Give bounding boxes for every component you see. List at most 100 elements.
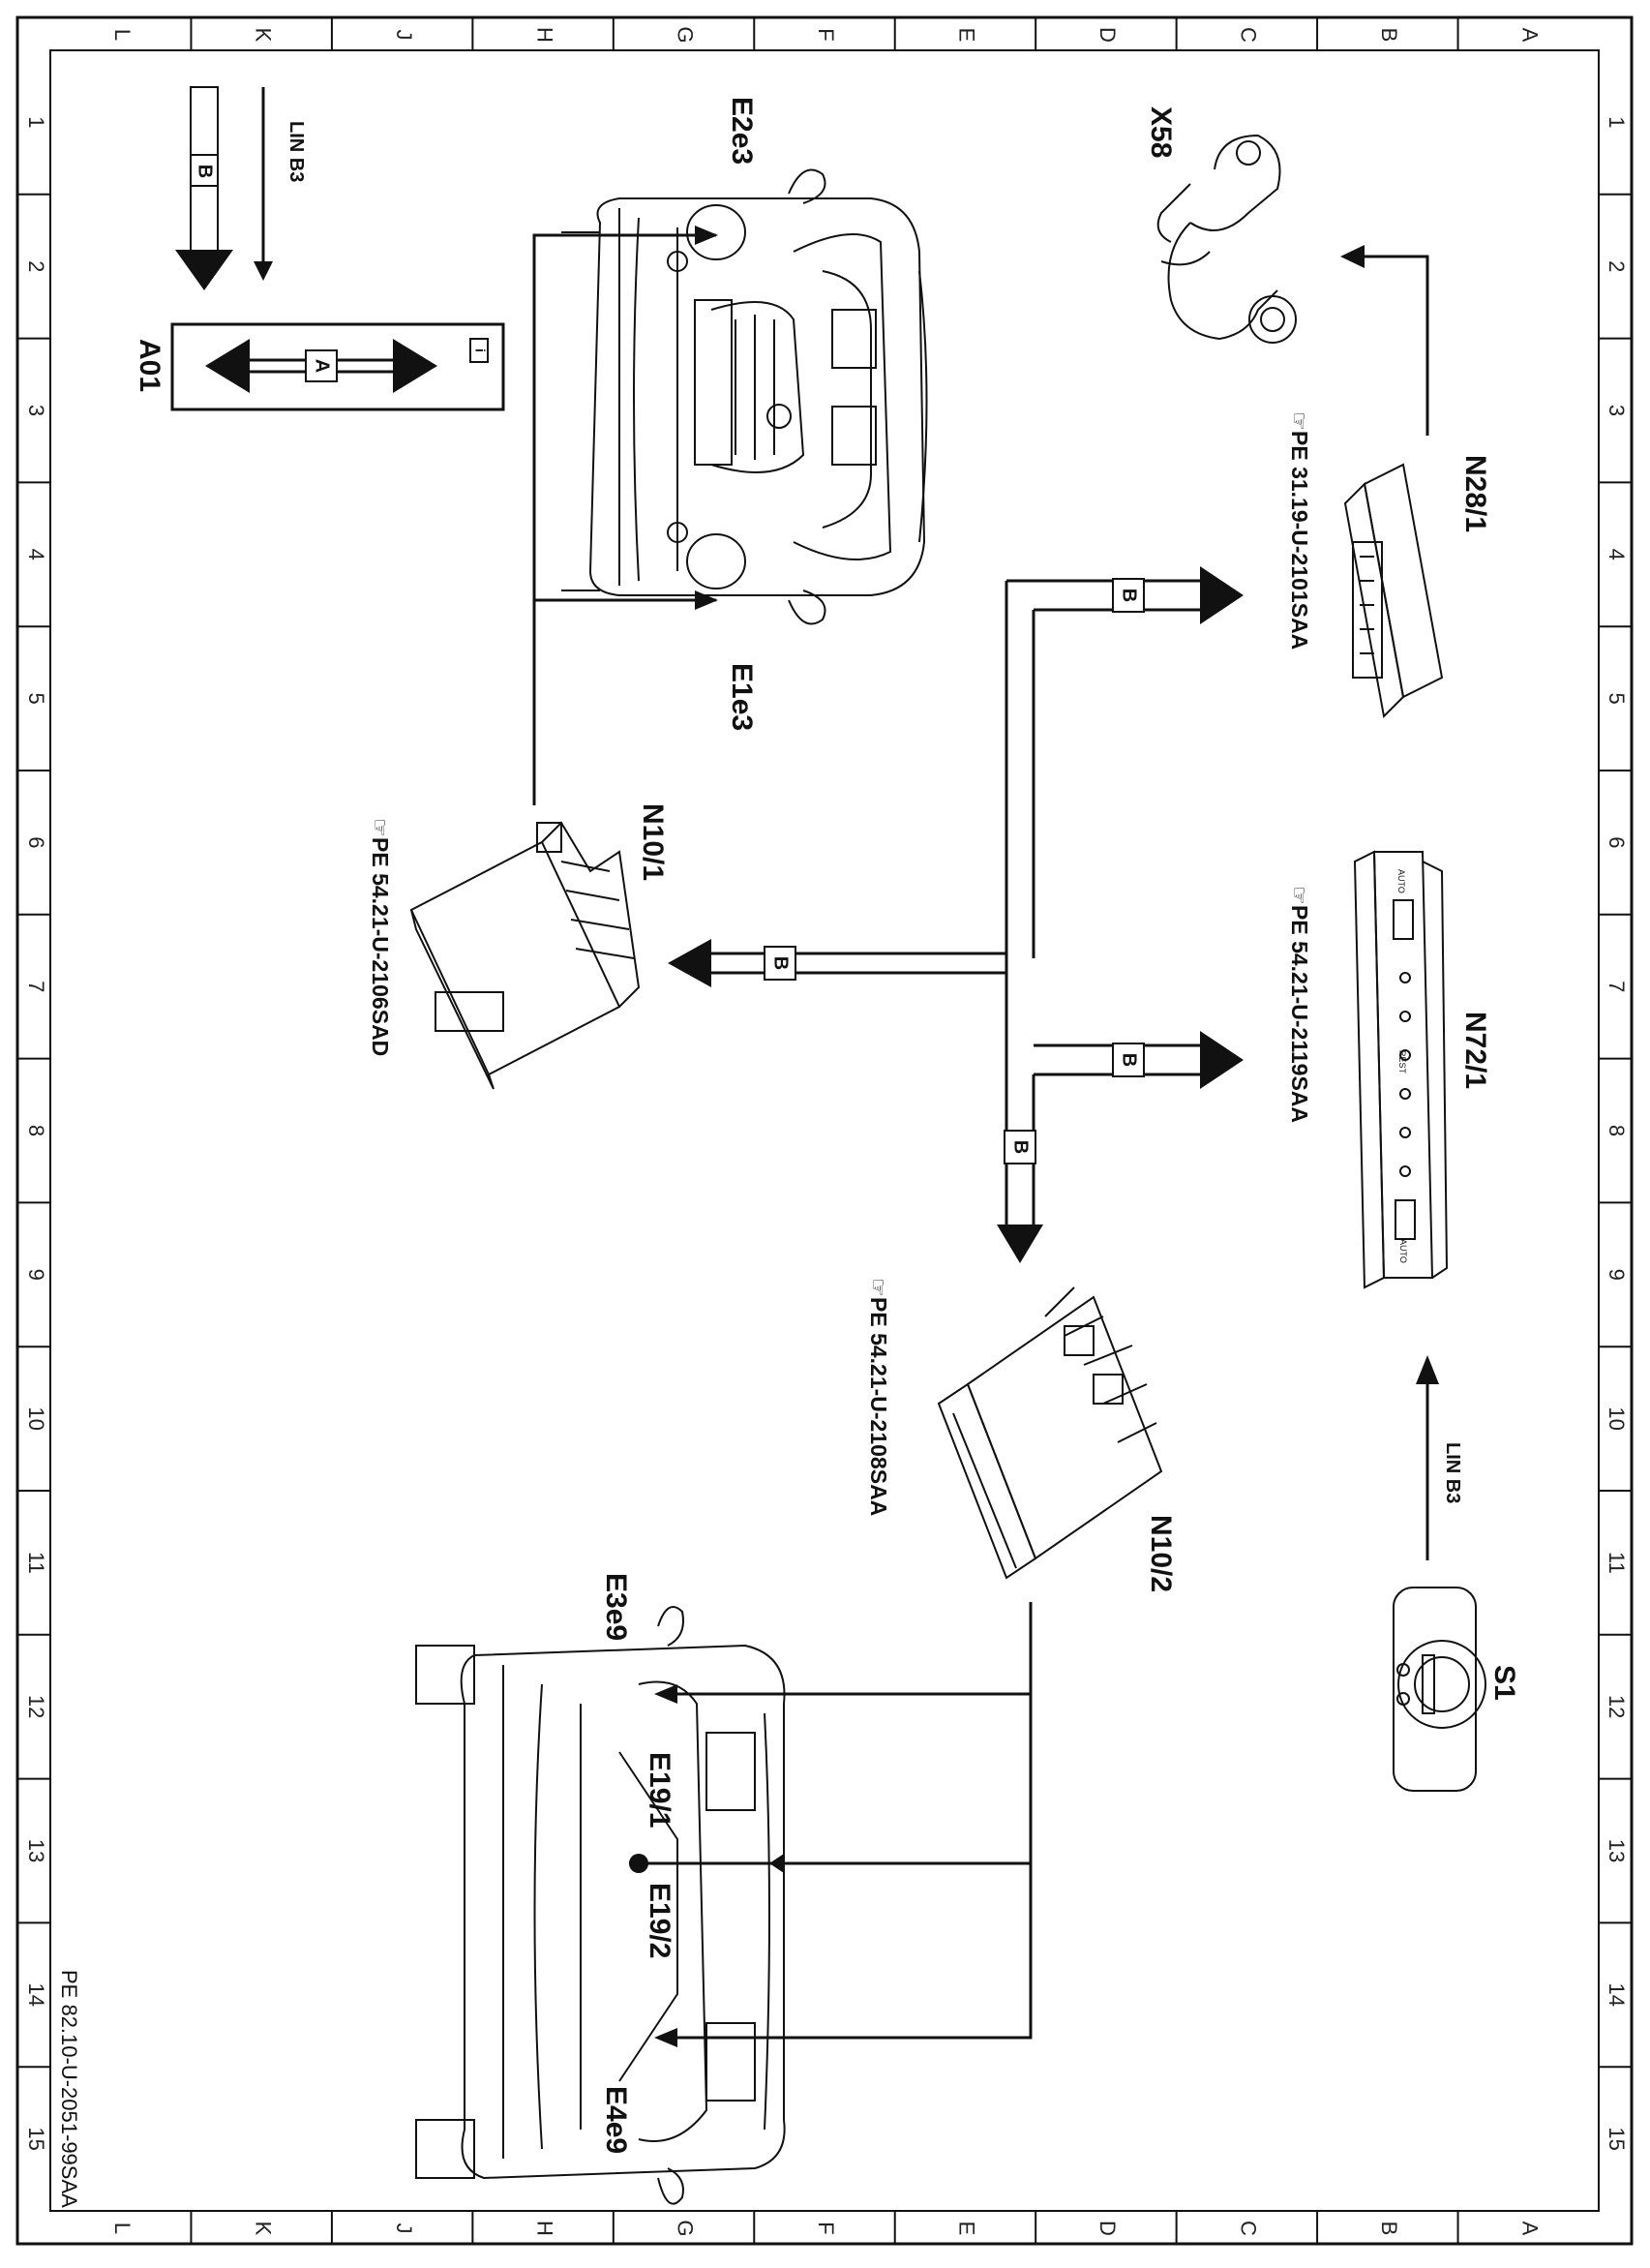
row-label: 7 [1605, 981, 1629, 992]
column-label: L [110, 29, 135, 41]
column-label: A [1517, 28, 1542, 43]
label-n10-1: N10/1 [637, 803, 669, 881]
legend-a01-box: A i A01 [134, 322, 505, 411]
row-label: 7 [24, 981, 48, 992]
label-e2e3: E2e3 [726, 97, 758, 165]
column-label: K [251, 2222, 275, 2236]
svg-text:i: i [472, 348, 488, 352]
ref-n28-1: PE 31.19-U-2101SAA [1287, 431, 1312, 650]
row-label: 15 [24, 2127, 48, 2150]
row-label: 4 [24, 549, 48, 560]
n10-1-module-drawing [409, 821, 641, 1090]
column-label: C [1237, 2221, 1261, 2236]
column-label: L [110, 2223, 135, 2234]
column-label: H [532, 2221, 556, 2236]
lin-b3-label: LIN B3 [1442, 1442, 1463, 1503]
pointing-hand-icon: ☞ [1287, 411, 1311, 431]
row-label: 5 [24, 692, 48, 704]
n28-1-module-drawing [1343, 463, 1444, 719]
label-e3e9: E3e9 [600, 1573, 632, 1641]
front-vehicle-drawing [561, 168, 928, 625]
column-label: E [955, 2222, 979, 2236]
column-label: H [532, 27, 556, 43]
column-label: D [1095, 27, 1120, 43]
row-label: 6 [1605, 836, 1629, 848]
label-x58: X58 [1145, 106, 1177, 158]
column-ticks [190, 17, 1459, 2244]
row-label: 11 [1605, 1552, 1629, 1574]
label-e19-2: E19/2 [644, 1883, 675, 1958]
row-label: 2 [1605, 260, 1629, 272]
column-label: F [814, 28, 838, 41]
column-label: K [251, 28, 275, 43]
label-a01: A01 [134, 339, 165, 392]
bus-b-tags: B B B B [764, 578, 1145, 1164]
inner-frame [49, 49, 1600, 2212]
x58-trailer-socket-drawing [1156, 134, 1297, 344]
column-label: E [955, 28, 979, 43]
label-s1: S1 [1488, 1665, 1520, 1701]
row-label: 8 [24, 1125, 48, 1136]
row-ticks [17, 193, 1632, 2069]
column-label: F [814, 2222, 838, 2234]
ref-n10-1: PE 54.21-U-2106SAD [368, 837, 393, 1056]
row-label: 13 [1605, 1839, 1629, 1862]
row-label: 2 [24, 260, 48, 272]
label-e19-1: E19/1 [644, 1752, 675, 1828]
info-icon [469, 338, 489, 363]
column-label: D [1095, 2221, 1120, 2236]
column-label: C [1237, 27, 1261, 43]
row-label: 5 [1605, 692, 1629, 704]
row-label: 13 [24, 1839, 48, 1862]
label-e4e9: E4e9 [600, 2086, 632, 2154]
wire-n28-x58 [1355, 255, 1429, 436]
svg-text:AUTO: AUTO [1396, 869, 1406, 893]
legend-bus-b: B [175, 86, 233, 290]
label-n10-2: N10/2 [1145, 1515, 1177, 1592]
row-label: 15 [1605, 2127, 1629, 2150]
row-label: 1 [24, 116, 48, 128]
row-label: 14 [24, 1983, 48, 2007]
row-label: 12 [1605, 1695, 1629, 1718]
legend-lin-b3: LIN B3 [285, 121, 307, 182]
n10-2-module-drawing [937, 1286, 1163, 1580]
pointing-hand-icon: ☞ [866, 1278, 890, 1297]
wire-e2e3 [532, 233, 716, 805]
n72-1-panel-drawing [1353, 850, 1449, 1289]
row-label: 3 [1605, 405, 1629, 416]
s1-light-switch-drawing [1393, 1587, 1486, 1792]
ref-n72-1: PE 54.21-U-2119SAA [1287, 905, 1312, 1123]
column-label: A [1517, 2222, 1542, 2236]
svg-text:REST: REST [1397, 1050, 1407, 1074]
row-label: 14 [1605, 1983, 1629, 2007]
ref-n10-2: PE 54.21-U-2108SAA [866, 1297, 891, 1516]
row-label: 9 [1605, 1269, 1629, 1281]
column-label: G [674, 2220, 698, 2236]
legend-a-letter: A [312, 359, 333, 373]
pointing-hand-icon: ☞ [1287, 886, 1311, 905]
row-label: 10 [1605, 1406, 1629, 1430]
legend-lin-arrow: LIN B3 [254, 87, 307, 281]
row-label: 11 [24, 1552, 48, 1574]
column-label: B [1377, 2222, 1401, 2236]
row-label: 8 [1605, 1125, 1629, 1136]
column-label: J [392, 30, 416, 41]
svg-text:B: B [1119, 589, 1140, 602]
svg-text:AUTO: AUTO [1398, 1239, 1408, 1263]
column-label: J [392, 2223, 416, 2234]
rear-vehicle-drawing [415, 1606, 786, 2205]
wire-e3e9 [668, 1602, 1033, 1696]
legend-b-letter: B [195, 165, 216, 178]
column-label: G [674, 26, 698, 43]
row-label: 6 [24, 836, 48, 848]
column-label: B [1377, 28, 1401, 43]
column-labels: L L K K J J H H G G F F E E D D C C B B A A [110, 26, 1543, 2236]
label-e1e3: E1e3 [726, 663, 758, 731]
pointing-hand-icon: ☞ [368, 818, 392, 837]
row-label: 3 [24, 405, 48, 416]
wire-e4e9 [668, 1694, 1033, 2040]
row-label: 1 [1605, 116, 1629, 128]
